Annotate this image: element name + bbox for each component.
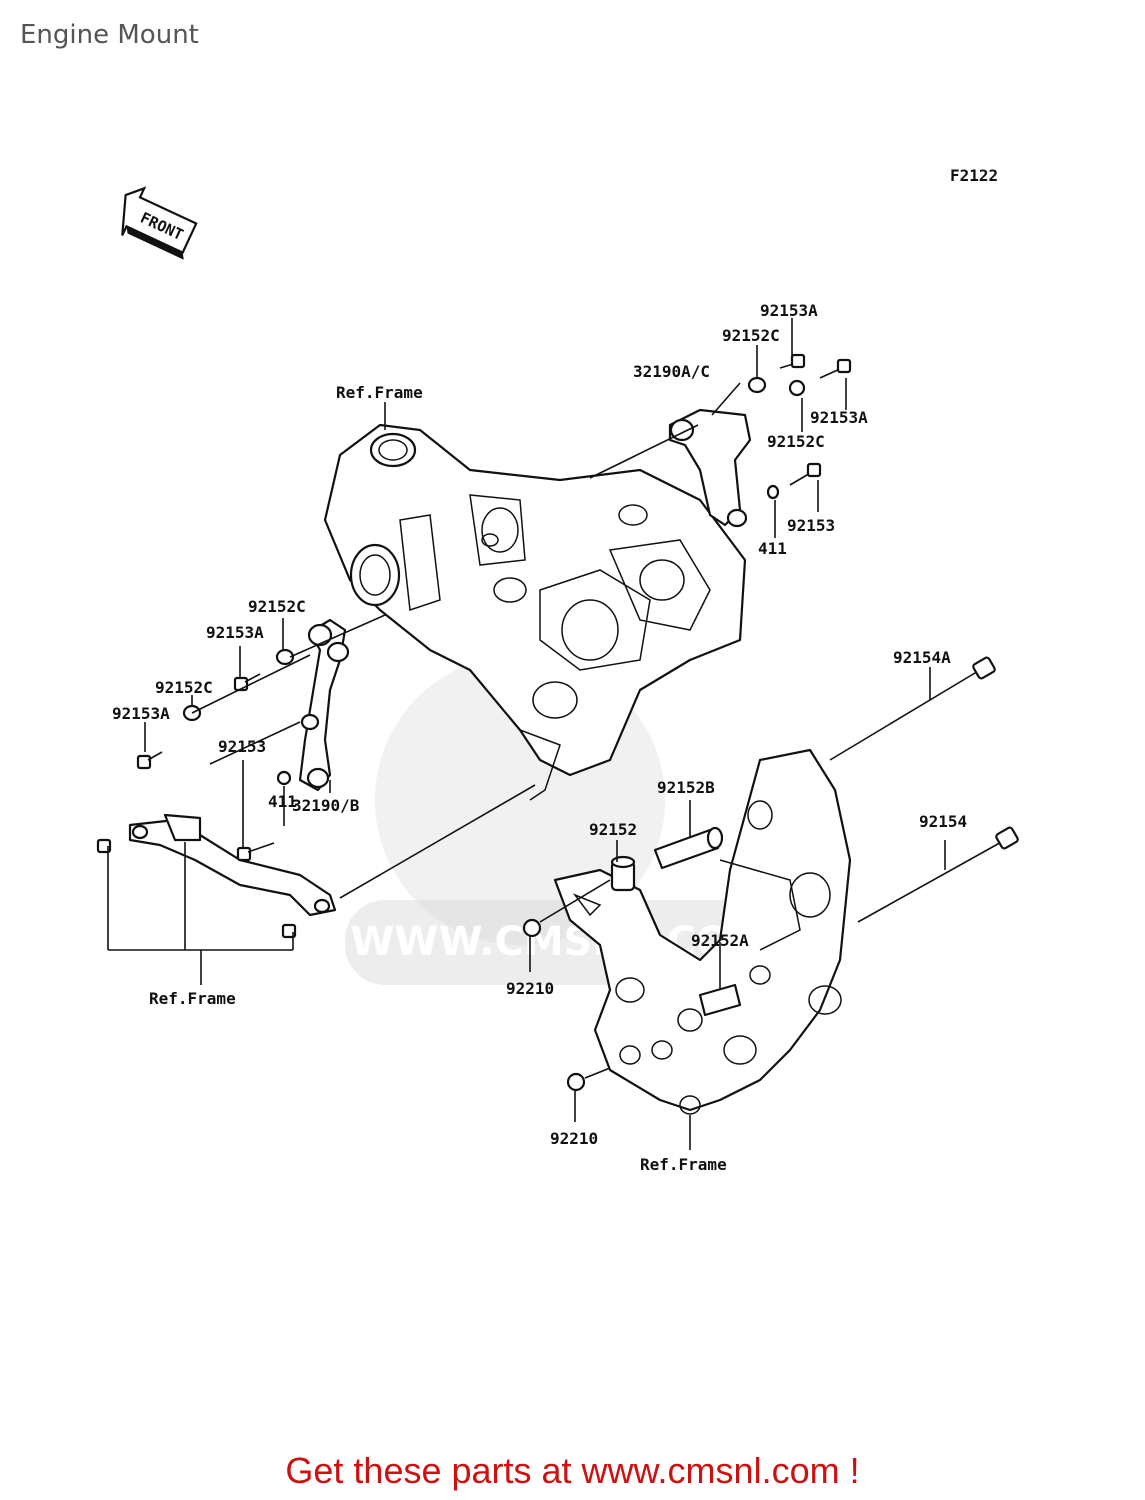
label-92153-right: 92153: [787, 516, 835, 535]
label-92153-left: 92153: [218, 737, 266, 756]
collar-92152: [610, 855, 636, 892]
nut-92210-lower: [566, 1072, 586, 1092]
label-ref-frame-top: Ref.Frame: [336, 383, 423, 402]
left-fasteners: [96, 648, 297, 939]
bracket-32190B: [298, 618, 350, 792]
diagram-code: F2122: [950, 166, 998, 185]
label-411-left: 411: [268, 792, 297, 811]
label-92153A-top: 92153A: [760, 301, 818, 320]
label-92154: 92154: [919, 812, 967, 831]
cta-link[interactable]: Get these parts at www.cmsnl.com !: [285, 1450, 860, 1491]
collar-92152B: [653, 826, 724, 870]
page-title: Engine Mount: [20, 20, 199, 50]
label-92210-upper: 92210: [506, 979, 554, 998]
lower-rail-part: [128, 813, 337, 917]
label-92154A: 92154A: [893, 648, 951, 667]
label-92152C-right: 92152C: [767, 432, 825, 451]
label-92152B: 92152B: [657, 778, 715, 797]
front-arrow-icon: FRONT: [121, 186, 198, 260]
collar-92152A: [698, 983, 742, 1017]
label-92152C-left1: 92152C: [248, 597, 306, 616]
label-ref-frame-left: Ref.Frame: [149, 989, 236, 1008]
label-92210-lower: 92210: [550, 1129, 598, 1148]
upper-right-fasteners: [747, 353, 852, 500]
label-411-right: 411: [758, 539, 787, 558]
label-ref-frame-bottom: Ref.Frame: [640, 1155, 727, 1174]
label-92152C-top: 92152C: [722, 326, 780, 345]
bolt-92154: [857, 826, 1019, 923]
leader-lines: [107, 318, 946, 1150]
label-92153A-left2: 92153A: [112, 704, 170, 723]
part-labels: F2122 92153A 92152C 32190A/C 92153A 9215…: [112, 166, 998, 1174]
main-frame-part: [323, 423, 747, 801]
bolt-92154A: [829, 656, 996, 761]
nut-92210-upper: [522, 918, 542, 938]
lower-engine-bracket-part: [553, 748, 852, 1115]
label-92152A: 92152A: [691, 931, 749, 950]
label-92152: 92152: [589, 820, 637, 839]
label-92153A-left1: 92153A: [206, 623, 264, 642]
label-32190B: 32190/B: [292, 796, 360, 815]
label-92153A-right: 92153A: [810, 408, 868, 427]
watermark-text: WWW.CMSNL.COM: [350, 919, 770, 965]
bracket-32190AC: [668, 408, 752, 528]
label-32190AC: 32190A/C: [633, 362, 710, 381]
label-92152C-left2: 92152C: [155, 678, 213, 697]
